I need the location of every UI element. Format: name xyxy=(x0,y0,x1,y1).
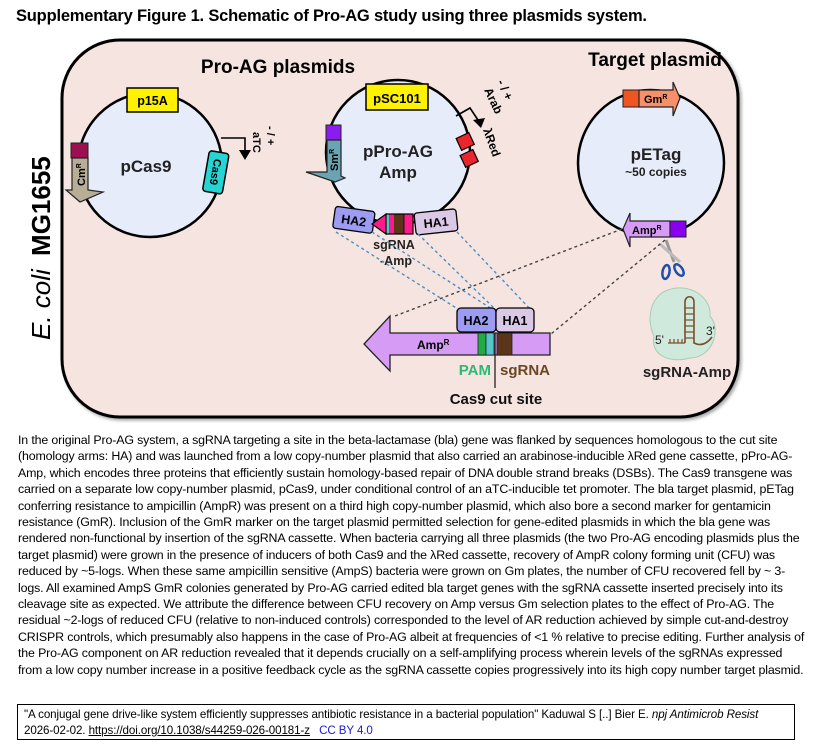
host-label: E. coli MG1655 xyxy=(26,156,56,340)
host-species: E. coli xyxy=(26,268,56,340)
amp-resistance-label-target: AmpR xyxy=(632,225,662,237)
homology-connector-lines xyxy=(335,231,533,312)
schematic-diagram: E. coli MG1655 Pro-AG plasmids Target pl… xyxy=(26,38,740,419)
origin-p15a-label: p15A xyxy=(137,94,168,108)
citation-date: 2026-02-02. xyxy=(24,724,86,737)
citation-title: "A conjugal gene drive-like system effic… xyxy=(24,708,649,721)
gm-resistance-arrow: GmR xyxy=(622,81,681,117)
svg-text:HA2: HA2 xyxy=(340,212,367,229)
origin-psc101 xyxy=(365,83,429,111)
svg-text:Cas9: Cas9 xyxy=(207,158,223,186)
sm-resistance-arrow: SmR xyxy=(305,124,347,183)
plasmid-pcas9-name: pCas9 xyxy=(120,157,171,176)
plasmid-ppro-ag-amp: pSC101 pPro-AG Amp SmR λRed Arab - / + H… xyxy=(305,77,516,268)
section-target-title: Target plasmid xyxy=(588,50,722,71)
cm-resistance-arrow: CmR xyxy=(64,142,106,203)
svg-text:HA2: HA2 xyxy=(463,314,488,328)
inducer-atc-state: - / + xyxy=(264,126,276,145)
tet-promoter-arrow xyxy=(221,137,246,152)
plasmid-pcas9: p15A pCas9 CmR Cas9 aTC - / + xyxy=(64,87,276,239)
scissors-icon xyxy=(658,239,685,281)
five-prime-label: 5' xyxy=(655,333,664,347)
plasmid-petag-copies: ~50 copies xyxy=(625,165,687,179)
ha1-on-locus xyxy=(495,307,535,333)
plasmid-petag-name: pETag xyxy=(631,145,682,164)
plasmid-ppro-ag-name-2: Amp xyxy=(379,163,417,182)
figure-title: Supplementary Figure 1. Schematic of Pro… xyxy=(16,7,647,25)
target-connector-lines xyxy=(394,228,666,335)
license-link[interactable]: CC BY 4.0 xyxy=(319,724,373,737)
sgrna-amp-molecule: 5' 3' sgRNA-Amp xyxy=(643,287,731,381)
citation-journal: npj Antimicrob Resist xyxy=(651,708,759,721)
ha1-on-plasmid: HA1 xyxy=(413,208,459,236)
lambda-red-genes xyxy=(455,131,480,169)
amp-gene-label: AmpR xyxy=(417,338,450,352)
svg-text:HA1: HA1 xyxy=(423,215,449,232)
host-strain: MG1655 xyxy=(26,156,56,256)
sgrna-cassette-on-plasmid xyxy=(370,212,414,236)
svg-text:E. coli MG1655: E. coli MG1655 xyxy=(26,156,56,340)
amp-resistance-arrow-target: AmpR xyxy=(622,212,687,248)
ha2-on-plasmid: HA2 xyxy=(332,205,376,234)
cm-resistance-label: CmR xyxy=(76,163,88,186)
origin-p15a xyxy=(126,87,179,113)
doi-link[interactable]: https://doi.org/10.1038/s44259-026-00181… xyxy=(88,724,311,737)
citation-box: "A conjugal gene drive-like system effic… xyxy=(17,704,795,740)
plasmid-petag: GmR pETag ~50 copies AmpR xyxy=(576,81,726,281)
cas9-gene: Cas9 xyxy=(202,150,230,195)
sgrna-label: sgRNA xyxy=(500,362,550,379)
three-prime-label: 3' xyxy=(706,324,715,338)
arab-promoter-arrow xyxy=(455,106,479,121)
cas9-cut-site-label: Cas9 cut site xyxy=(450,391,543,408)
figure-caption: In the original Pro-AG system, a sgRNA t… xyxy=(18,433,805,677)
gm-resistance-label: GmR xyxy=(644,94,667,106)
inducer-atc: aTC xyxy=(250,132,262,153)
sgrna-amp-label: sgRNA-Amp xyxy=(643,364,731,381)
plasmid-ppro-ag-name: pPro-AG xyxy=(363,142,433,161)
cassette-label-1: sgRNA xyxy=(373,238,415,252)
target-locus: AmpR HA2 HA1 PAM sgRNA Cas9 cut site xyxy=(363,307,551,408)
section-pro-ag-title: Pro-AG plasmids xyxy=(201,57,355,78)
svg-text:HA1: HA1 xyxy=(502,314,527,328)
origin-psc101-label: pSC101 xyxy=(373,91,421,106)
sm-resistance-label: SmR xyxy=(329,149,341,171)
pam-label: PAM xyxy=(459,362,491,379)
cassette-label-2: -Amp xyxy=(380,254,412,268)
